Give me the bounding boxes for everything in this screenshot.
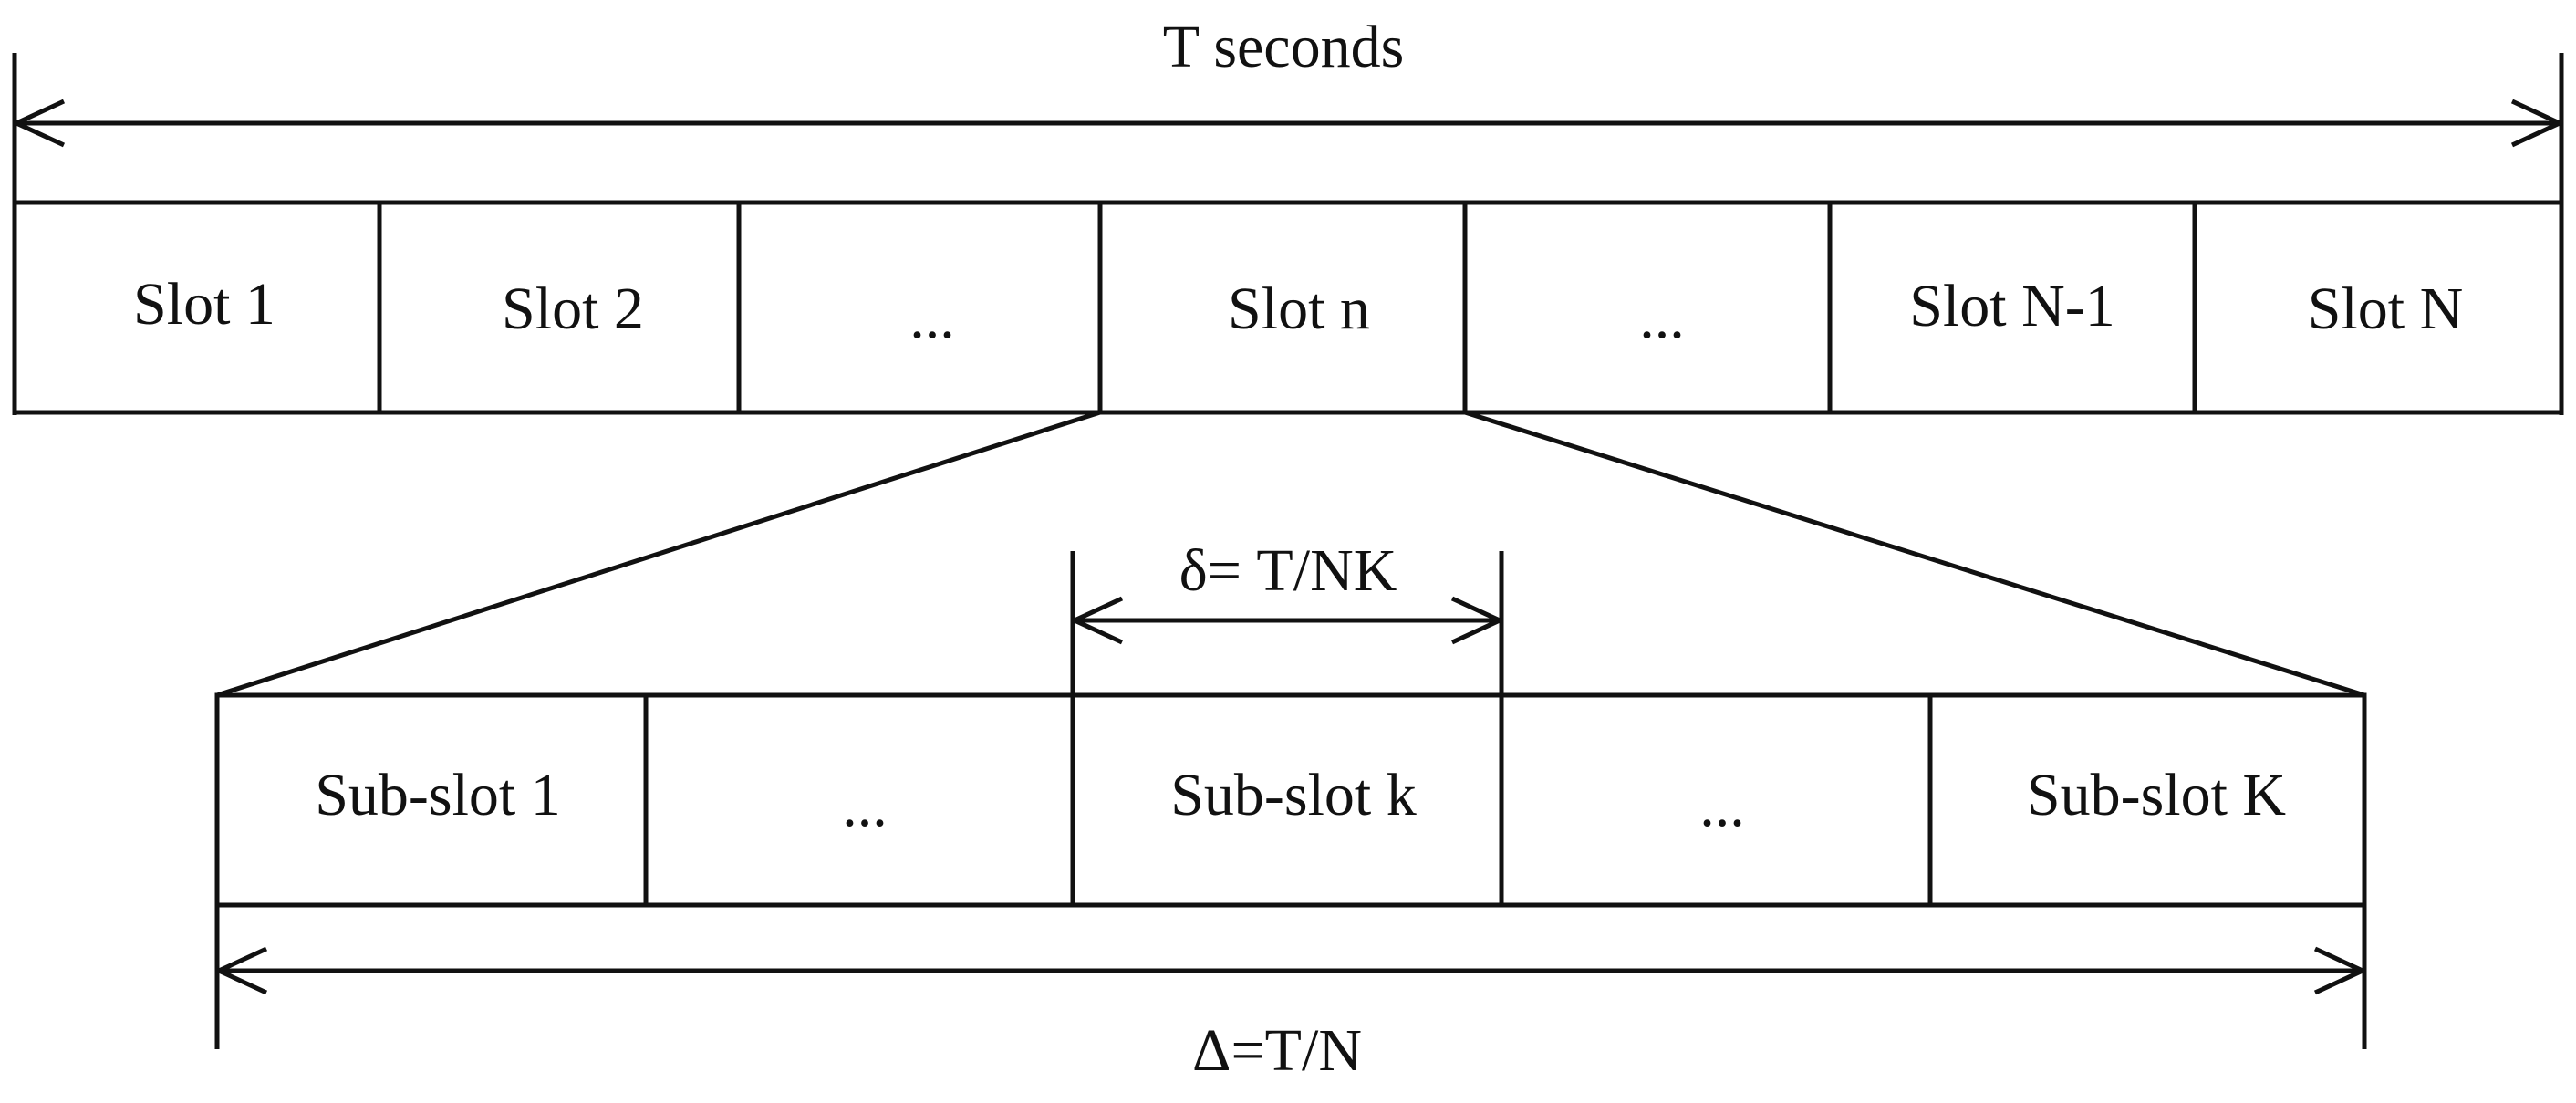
sub-slot-box-ellipsis-1 xyxy=(643,692,1075,908)
sub-slot-label-k: Sub-slot k xyxy=(1170,762,1417,828)
sub-slot-label-ellipsis-1: ... xyxy=(842,773,888,839)
slot-label-n: Slot n xyxy=(1228,276,1370,342)
sub-slot-box-1 xyxy=(214,692,649,908)
delta-big-span: Δ=T/N xyxy=(214,905,2367,1084)
slot-box-1 xyxy=(12,200,382,415)
slot-label-2: Slot 2 xyxy=(502,276,644,342)
slot-label-n-minus-1: Slot N-1 xyxy=(1909,273,2115,339)
sub-slot-box-ellipsis-2 xyxy=(1499,692,1933,908)
sub-slot-box-k xyxy=(1070,692,1504,908)
sub-slot-label-ellipsis-2: ... xyxy=(1699,773,1745,839)
zoom-line-left xyxy=(216,410,1101,698)
sub-slot-label-1: Sub-slot 1 xyxy=(315,762,561,828)
t-seconds-label: T seconds xyxy=(1163,14,1405,80)
slot-label-1: Slot 1 xyxy=(133,271,275,338)
sub-slot-row: Sub-slot 1 ... Sub-slot k ... Sub-slot K xyxy=(214,692,2367,908)
delta-small-label: δ= T/NK xyxy=(1179,537,1397,604)
slot-box-N xyxy=(2192,200,2564,415)
zoom-line-right xyxy=(1464,410,2365,698)
slot-label-ellipsis-1: ... xyxy=(909,285,955,351)
delta-big-label: Δ=T/N xyxy=(1192,1017,1362,1084)
t-seconds-span: T seconds xyxy=(12,14,2564,415)
slot-row: Slot 1 Slot 2 ... Slot n ... Slot N-1 Sl… xyxy=(12,200,2564,415)
slot-label-N: Slot N xyxy=(2308,276,2464,342)
delta-small-span: δ= T/NK xyxy=(1070,537,1504,695)
slot-label-ellipsis-2: ... xyxy=(1639,285,1685,351)
slot-box-n-minus-1 xyxy=(1827,200,2197,415)
sub-slot-box-K xyxy=(1927,692,2367,908)
slot-box-ellipsis-2 xyxy=(1462,200,1833,415)
sub-slot-label-K: Sub-slot K xyxy=(2027,762,2286,828)
slot-box-n xyxy=(1097,200,1468,415)
